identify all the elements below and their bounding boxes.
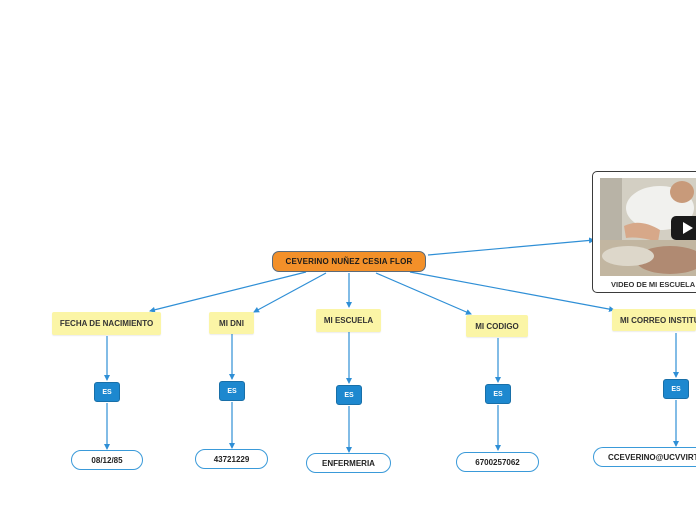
connector-central-fecha [149,271,307,313]
value-label: 43721229 [213,454,250,464]
value-label: ENFERMERIA [322,458,375,468]
topic-mi-dni[interactable]: MI DNI [209,312,254,334]
value-label: 08/12/85 [91,455,123,465]
connector-central-dni [253,272,327,313]
central-node[interactable]: CEVERINO NUÑEZ CESIA FLOR [272,251,426,272]
topic-mi-codigo[interactable]: MI CODIGO [466,315,528,337]
relation-label: ES [227,387,237,395]
value-mi-escuela[interactable]: ENFERMERIA [306,453,391,473]
topic-mi-correo-institucional[interactable]: MI CORREO INSTITUCIONAL [612,309,696,331]
relation-label: ES [344,391,354,399]
connector-central-codigo [375,272,472,315]
video-thumbnail[interactable] [600,178,696,276]
relation-label: ES [493,390,503,398]
value-fecha-de-nacimiento[interactable]: 08/12/85 [71,450,143,470]
video-caption: VIDEO DE MI ESCUELA [611,280,696,289]
relation-label: ES [102,388,112,396]
value-mi-dni[interactable]: 43721229 [195,449,268,469]
connector-central-video [427,237,595,256]
central-node-label: CEVERINO NUÑEZ CESIA FLOR [285,257,413,266]
topic-label: FECHA DE NACIMIENTO [59,319,154,328]
connector-central-correo [409,271,615,313]
topic-label: MI CODIGO [475,321,519,331]
relation-es-fecha[interactable]: ES [94,382,120,402]
topic-label: MI ESCUELA [323,316,374,325]
relation-es-codigo[interactable]: ES [485,384,511,404]
relation-es-correo[interactable]: ES [663,379,689,399]
relation-es-dni[interactable]: ES [219,381,245,401]
topic-fecha-de-nacimiento[interactable]: FECHA DE NACIMIENTO [52,312,161,335]
relation-es-escuela[interactable]: ES [336,385,362,405]
value-mi-codigo[interactable]: 6700257062 [456,452,539,472]
video-scene [600,178,696,276]
value-label: CCEVERINO@UCVVIRTUAL.EDU.PE [608,452,696,462]
play-icon[interactable] [671,216,696,240]
video-node[interactable]: VIDEO DE MI ESCUELA [592,171,696,293]
value-label: 6700257062 [475,457,520,467]
topic-mi-escuela[interactable]: MI ESCUELA [316,309,381,332]
relation-label: ES [671,385,681,393]
topic-label: MI CORREO INSTITUCIONAL [620,315,696,325]
value-mi-correo[interactable]: CCEVERINO@UCVVIRTUAL.EDU.PE [593,447,696,467]
topic-label: MI DNI [219,318,244,328]
